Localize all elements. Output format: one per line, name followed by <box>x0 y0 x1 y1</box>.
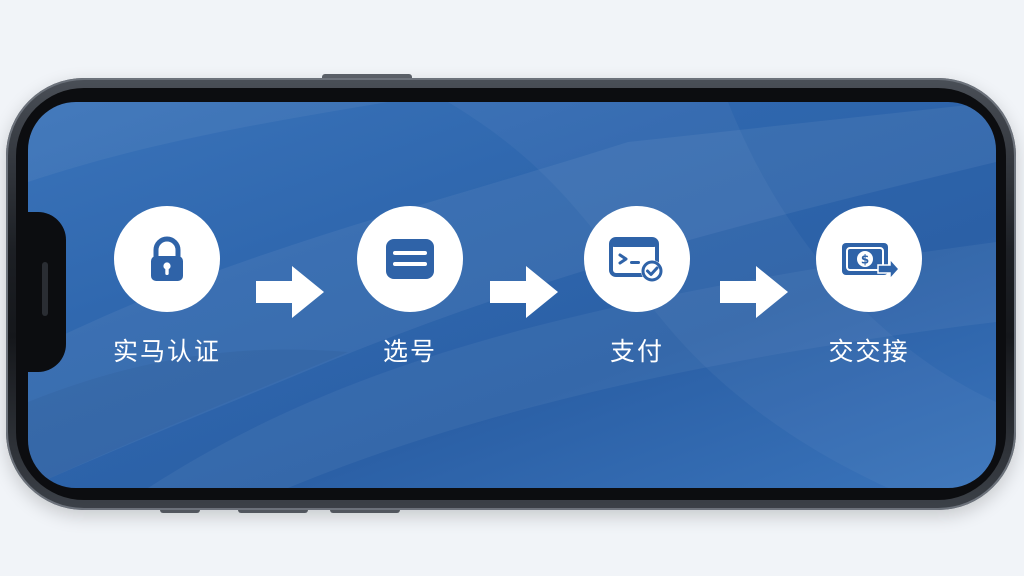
step-real-name-verification: 实马认证 <box>92 206 242 368</box>
step-icon-circle <box>357 206 463 312</box>
payment-terminal-check-icon <box>609 237 663 282</box>
phone-speaker <box>42 262 48 316</box>
arrow-right-icon <box>720 266 788 318</box>
step-payment: 支付 <box>562 206 712 368</box>
step-icon-circle <box>584 206 690 312</box>
step-handover: $ 交交接 <box>794 206 944 368</box>
arrow-right-icon <box>490 266 558 318</box>
phone-volume-button <box>322 74 412 80</box>
card-list-icon <box>386 239 434 279</box>
padlock-icon <box>151 236 183 281</box>
step-number-selection: 选号 <box>335 206 485 368</box>
phone-side-button <box>238 508 308 513</box>
step-label: 交交接 <box>828 337 910 366</box>
phone-side-button <box>330 508 400 513</box>
step-icon-circle <box>114 206 220 312</box>
step-label: 实马认证 <box>112 337 221 366</box>
phone-side-button <box>160 508 200 513</box>
money-transfer-icon: $ <box>842 243 900 281</box>
step-label: 支付 <box>609 337 664 366</box>
svg-text:$: $ <box>861 253 869 267</box>
step-label: 选号 <box>382 337 437 366</box>
arrow-right-icon <box>256 266 324 318</box>
step-icon-circle: $ <box>816 206 922 312</box>
